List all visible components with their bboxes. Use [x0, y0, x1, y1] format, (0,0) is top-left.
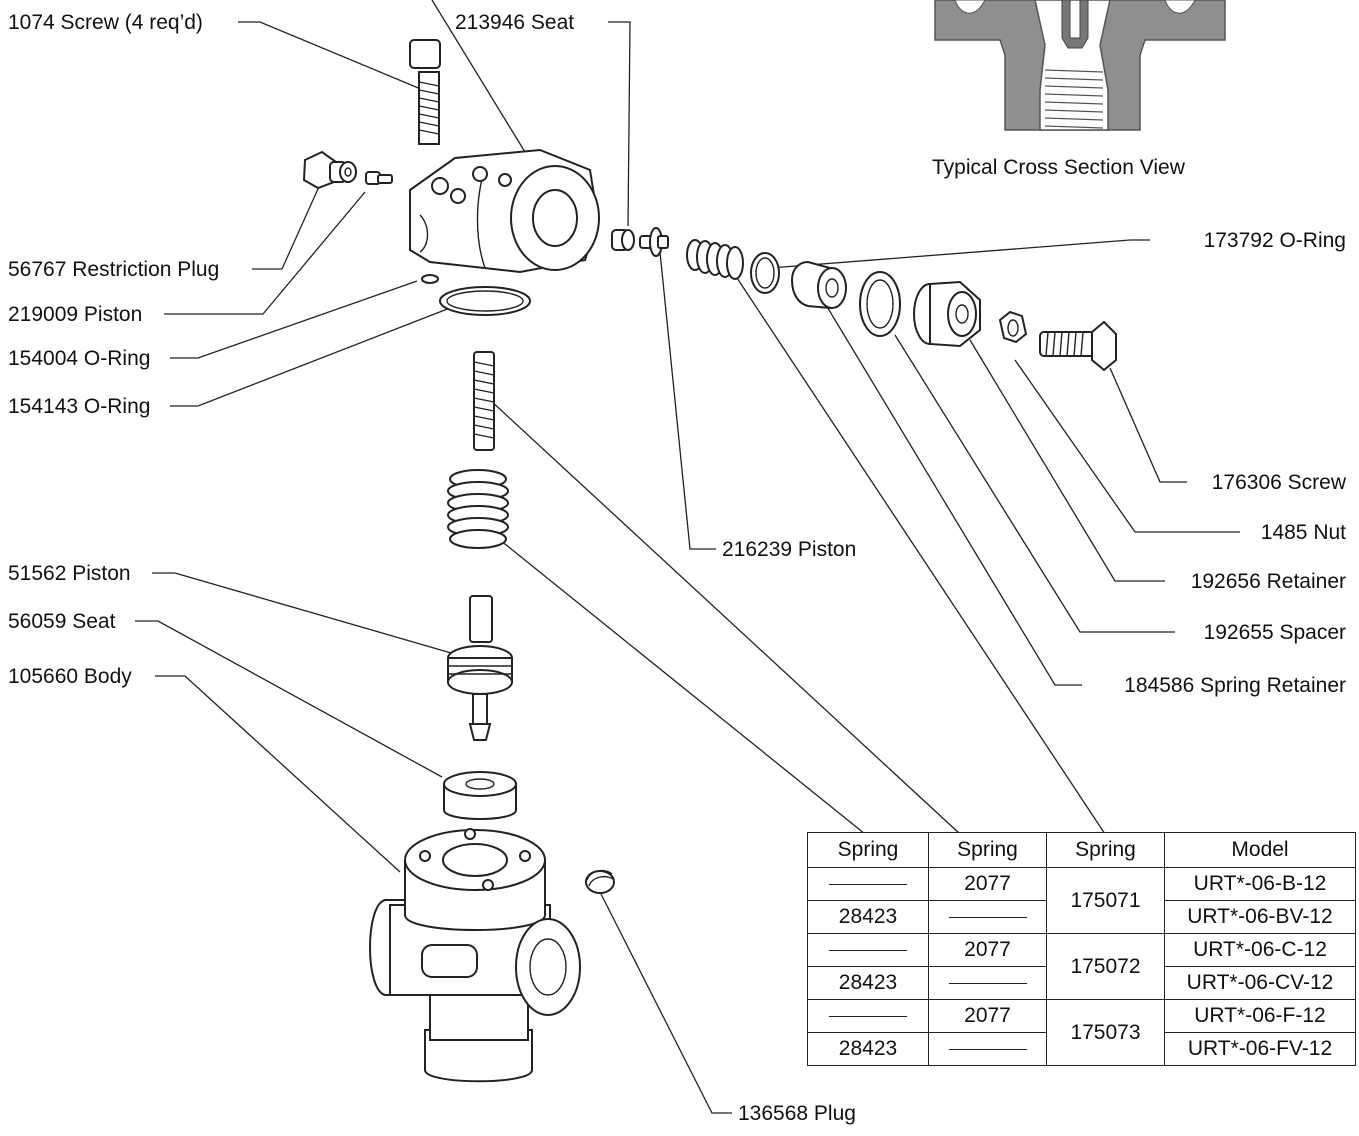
oring-173792-part	[750, 252, 780, 294]
callout-restriction-plug-56767: 56767 Restriction Plug	[8, 258, 219, 281]
retainer-192656-part	[913, 280, 981, 348]
seat-213946-part	[611, 229, 635, 251]
callout-plug-136568: 136568 Plug	[738, 1102, 856, 1125]
table-cell-model: URT*-06-BV-12	[1164, 900, 1356, 934]
header-spring-3: Spring	[1046, 832, 1165, 868]
table-cell-empty	[928, 966, 1047, 1000]
leader-lines	[135, 0, 1240, 1114]
body-105660-part	[369, 828, 581, 1083]
callout-piston-216239: 216239 Piston	[722, 538, 856, 561]
table-row: 28423 URT*-06-CV-12	[807, 966, 1356, 1000]
cross-section-illustration	[934, 0, 1226, 131]
table-row: 2077 175073 URT*-06-F-12	[807, 999, 1356, 1066]
table-cell: 2077	[928, 933, 1047, 967]
table-cell-model: URT*-06-FV-12	[1164, 1032, 1356, 1066]
table-cell-empty	[807, 999, 929, 1033]
empty-dash	[948, 1048, 1027, 1050]
callout-spring-retainer-184586: 184586 Spring Retainer	[1124, 674, 1346, 697]
table-cell-empty	[807, 867, 929, 901]
table-cell: 2077	[928, 867, 1047, 901]
table-cell-empty	[807, 933, 929, 967]
piston-216239-part	[639, 227, 669, 257]
table-cell: 2077	[928, 999, 1047, 1033]
nut-1485-part	[998, 310, 1028, 344]
callout-oring-154004: 154004 O-Ring	[8, 347, 150, 370]
main-spring-part	[447, 469, 509, 549]
table-cell-model: URT*-06-B-12	[1164, 867, 1356, 901]
table-row: 2077 175072 URT*-06-C-12	[807, 933, 1356, 1000]
callout-screw-1074: 1074 Screw (4 req’d)	[8, 11, 203, 34]
callout-retainer-192656: 192656 Retainer	[1191, 570, 1346, 593]
empty-dash	[829, 883, 907, 885]
table-cell: 175072	[1046, 933, 1165, 1000]
oring-154143-part	[439, 286, 531, 316]
upper-housing-part	[409, 148, 600, 274]
table-cell-model: URT*-06-F-12	[1164, 999, 1356, 1033]
spring-model-table: Spring Spring Spring Model 2077 175071 U…	[807, 832, 1356, 1066]
table-header-row: Spring Spring Spring Model	[807, 832, 1356, 868]
callout-oring-173792: 173792 O-Ring	[1204, 229, 1346, 252]
callout-piston-51562: 51562 Piston	[8, 562, 131, 585]
callout-spacer-192655: 192655 Spacer	[1204, 621, 1346, 644]
callout-nut-1485: 1485 Nut	[1261, 521, 1346, 544]
table-row: 2077 175071 URT*-06-B-12	[807, 867, 1356, 934]
callout-screw-176306: 176306 Screw	[1212, 471, 1347, 494]
header-spring-1: Spring	[807, 832, 929, 868]
header-model: Model	[1164, 832, 1356, 868]
empty-dash	[829, 949, 907, 951]
callout-piston-219009: 219009 Piston	[8, 303, 142, 326]
oring-154004-part	[421, 274, 439, 284]
plug-136568-part	[585, 869, 615, 894]
callout-seat-213946: 213946 Seat	[455, 11, 574, 34]
empty-dash	[948, 982, 1027, 984]
table-cell-model: URT*-06-C-12	[1164, 933, 1356, 967]
table-row: 28423 URT*-06-BV-12	[807, 900, 1356, 934]
table-cell: 28423	[807, 966, 929, 1000]
empty-dash	[948, 916, 1027, 918]
cross-section-caption: Typical Cross Section View	[932, 156, 1185, 179]
callout-oring-154143: 154143 O-Ring	[8, 395, 150, 418]
piston-219009-part	[365, 171, 393, 185]
spacer-192655-part	[859, 271, 901, 337]
screw-176306-part	[1039, 320, 1117, 372]
header-spring-2: Spring	[928, 832, 1047, 868]
table-cell-empty	[928, 1032, 1047, 1066]
table-cell: 28423	[807, 900, 929, 934]
spring-retainer-184586-part	[790, 260, 847, 310]
table-cell-empty	[928, 900, 1047, 934]
piston-51562-part	[447, 595, 513, 741]
seat-56059-part	[443, 771, 517, 820]
table-cell-model: URT*-06-CV-12	[1164, 966, 1356, 1000]
screw-1074-part	[409, 39, 441, 145]
table-row: 28423 URT*-06-FV-12	[807, 1032, 1356, 1066]
empty-dash	[829, 1015, 907, 1017]
table-cell: 175073	[1046, 999, 1165, 1066]
callout-body-105660: 105660 Body	[8, 665, 132, 688]
threaded-stud-part	[473, 351, 495, 451]
restriction-plug-part	[302, 150, 357, 190]
callout-seat-56059: 56059 Seat	[8, 610, 116, 633]
table-cell: 175071	[1046, 867, 1165, 934]
spring-retainer-spring-part	[686, 239, 744, 280]
table-cell: 28423	[807, 1032, 929, 1066]
